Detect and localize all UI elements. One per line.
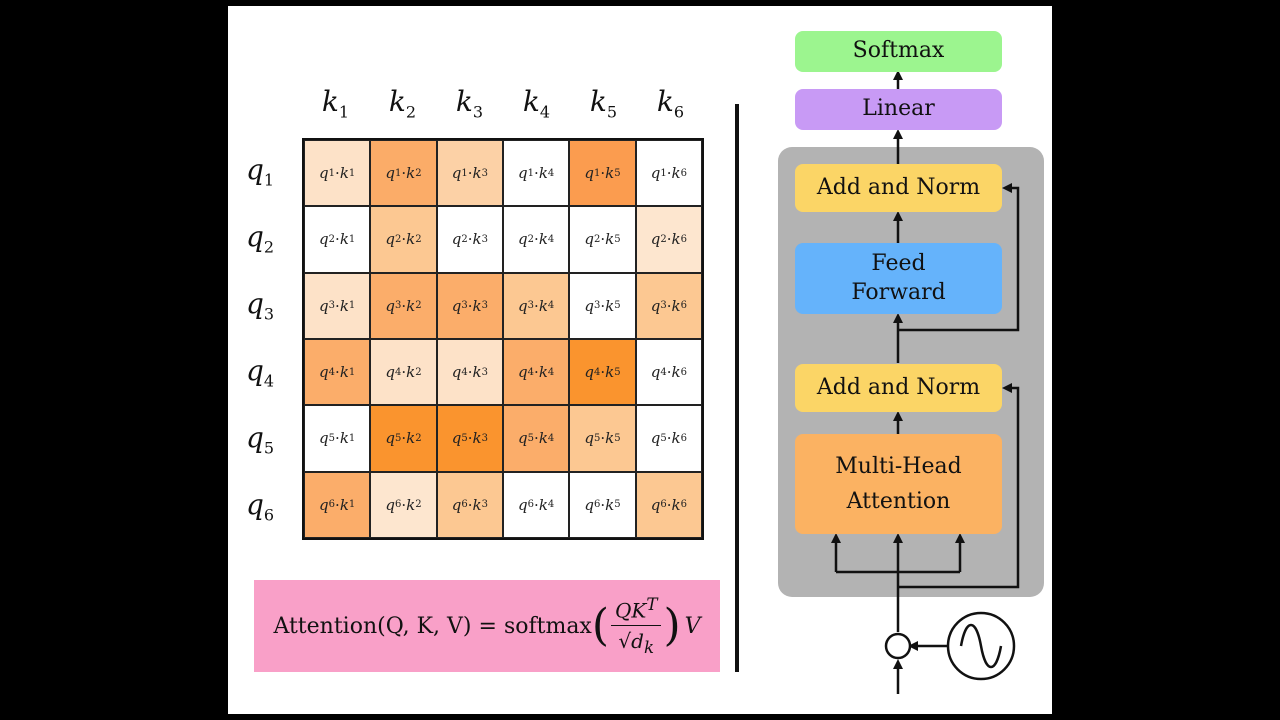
formula-lhs: Attention(Q, K, V) = softmax <box>273 613 592 639</box>
column-label-k5: k5 <box>589 85 618 122</box>
add-node <box>884 632 912 660</box>
residual-1 <box>898 383 1020 589</box>
add-norm-top-box: Add and Norm <box>795 164 1002 212</box>
formula-tail: V <box>684 613 701 639</box>
multi-head-attention-box: Multi-Head Attention <box>795 434 1002 534</box>
formula-paren-open: ( <box>591 600 610 651</box>
formula-denominator: √dk <box>618 628 655 657</box>
row-label-q3: q3 <box>245 286 275 324</box>
feed-forward-box: Feed Forward <box>795 243 1002 314</box>
vertical-divider <box>735 104 739 672</box>
column-label-k1: k1 <box>321 85 350 122</box>
column-label-k4: k4 <box>522 85 551 122</box>
formula-fraction: QKT √dk <box>611 595 662 657</box>
row-label-q1: q1 <box>245 152 275 190</box>
linear-box: Linear <box>795 89 1002 130</box>
attention-formula: Attention(Q, K, V) = softmax ( QKT √dk )… <box>254 580 720 672</box>
formula-numerator: QKT <box>611 595 662 626</box>
softmax-box: Softmax <box>795 31 1002 72</box>
residual-2 <box>898 183 1020 332</box>
row-label-q4: q4 <box>245 353 275 391</box>
formula-paren-close: ) <box>663 600 681 651</box>
column-label-k2: k2 <box>388 85 417 122</box>
sine-wave-icon <box>959 624 1003 668</box>
row-label-q5: q5 <box>245 420 275 458</box>
row-label-q6: q6 <box>245 487 275 525</box>
column-label-k6: k6 <box>656 85 685 122</box>
add-norm-bottom-box: Add and Norm <box>795 364 1002 412</box>
column-label-k3: k3 <box>455 85 484 122</box>
row-label-q2: q2 <box>245 219 275 257</box>
